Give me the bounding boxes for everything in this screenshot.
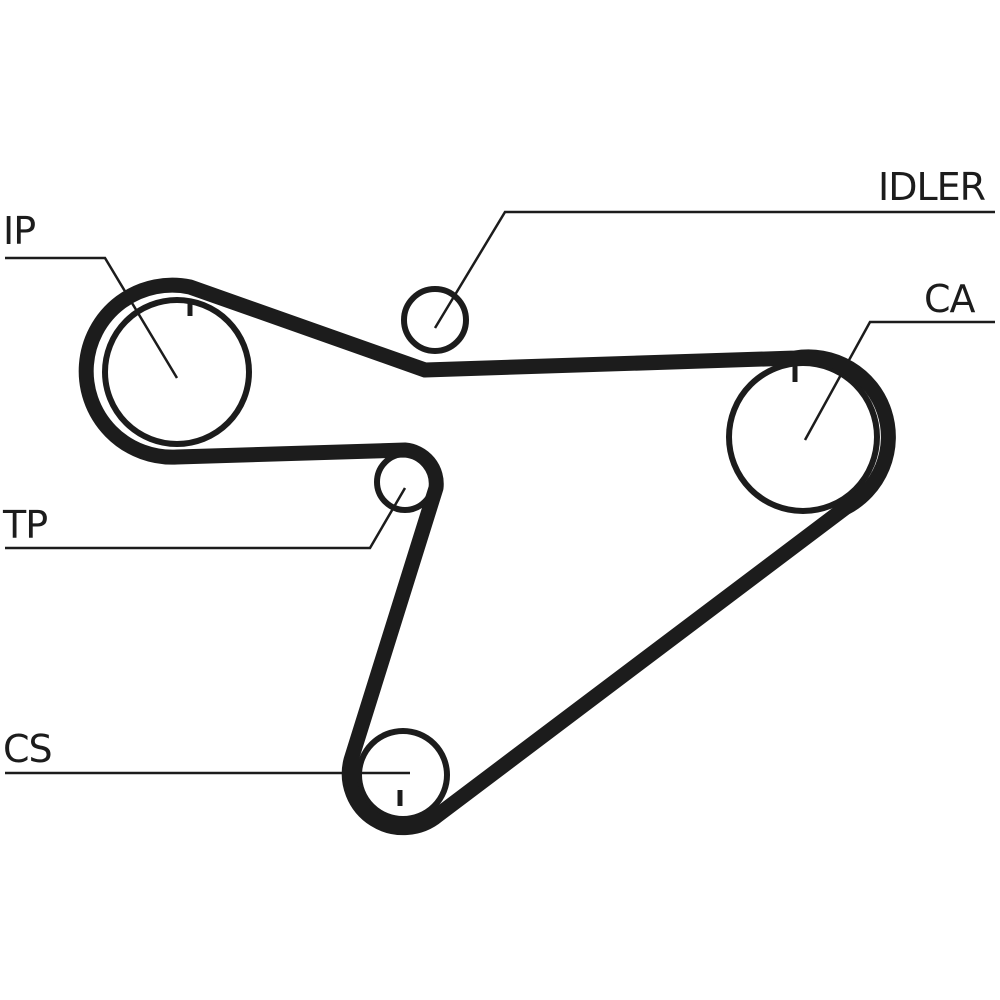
label-ip: IP (3, 209, 36, 253)
leader-line-idler (433, 210, 995, 329)
pulley-idler (401, 286, 469, 354)
pulley-ca (726, 360, 880, 514)
leader-line-ip (5, 256, 179, 379)
label-cs: CS (3, 727, 53, 771)
leader-line-tp (5, 487, 407, 550)
timing-belt (78, 277, 896, 836)
pulley-ip (102, 297, 252, 447)
label-idler: IDLER (878, 165, 986, 209)
label-tp: TP (3, 503, 48, 547)
label-ca: CA (924, 277, 976, 321)
pulley-cs (356, 728, 450, 822)
leader-line-ca (803, 320, 995, 441)
